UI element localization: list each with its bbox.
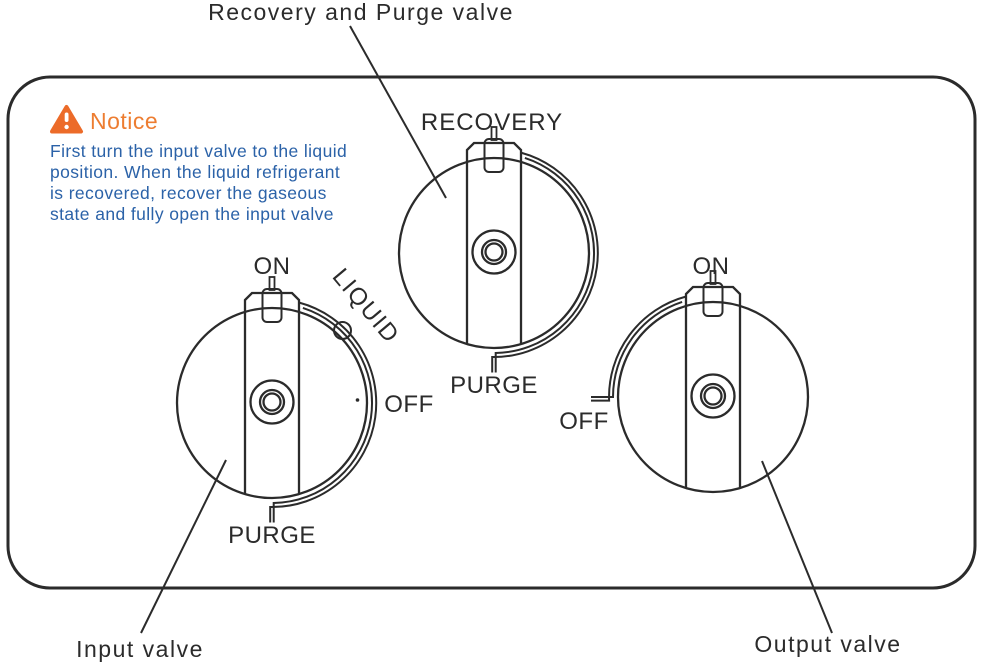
recovery-valve-handle bbox=[465, 141, 523, 344]
output-valve bbox=[591, 270, 810, 494]
recovery-valve-hub-ring bbox=[480, 238, 508, 266]
input-valve-hub-outer bbox=[249, 379, 295, 425]
top-annotation-label: Recovery and Purge valve bbox=[208, 0, 514, 25]
input-valve-annotation-label: Input valve bbox=[76, 636, 204, 662]
top-leader-line bbox=[349, 25, 447, 199]
output-off-position-label: OFF bbox=[559, 408, 609, 435]
warning-triangle-icon bbox=[50, 105, 83, 134]
warning-exclamation-bar bbox=[64, 112, 69, 122]
output-valve-rotation-arc-inner bbox=[591, 300, 683, 398]
notice-line-4: state and fully open the input valve bbox=[50, 204, 334, 224]
output-valve-handle bbox=[684, 285, 742, 488]
recovery-valve-knob bbox=[397, 156, 591, 350]
recovery-valve-pointer-tab bbox=[483, 138, 505, 173]
input-leader-line bbox=[140, 459, 227, 634]
output-valve-pointer-tab bbox=[702, 282, 724, 317]
input-valve-knob bbox=[175, 306, 369, 500]
input-valve bbox=[175, 276, 378, 523]
notice-line-1: First turn the input valve to the liquid bbox=[50, 141, 347, 161]
input-off-position-label: OFF bbox=[384, 391, 434, 418]
recovery-valve-hub-outer bbox=[471, 229, 517, 275]
recovery-valve-rotation-arc-outer bbox=[491, 151, 599, 373]
off-position-dot bbox=[355, 398, 360, 402]
input-valve-hub-center bbox=[262, 392, 282, 412]
liquid-position-marker bbox=[333, 321, 352, 340]
recovery-valve-rotation-arc-inner bbox=[494, 156, 596, 373]
output-valve-annotation-label: Output valve bbox=[754, 631, 901, 657]
warning-exclamation-dot bbox=[64, 124, 69, 130]
recovery-valve-hub-center bbox=[484, 242, 504, 262]
input-valve-handle bbox=[243, 291, 301, 494]
notice-line-3: is recovered, recover the gaseous bbox=[50, 183, 327, 203]
input-purge-position-label: PURGE bbox=[228, 522, 316, 549]
input-valve-rotation-arc-outer bbox=[269, 301, 378, 523]
input-valve-pointer-nub bbox=[268, 276, 276, 291]
notice-line-2: position. When the liquid refrigerant bbox=[50, 162, 340, 182]
panel-outline bbox=[6, 75, 977, 590]
output-valve-hub-outer bbox=[690, 373, 736, 419]
notice-title: Notice bbox=[90, 108, 158, 134]
output-valve-hub-ring bbox=[699, 382, 727, 410]
notice: Notice First turn the input valve to the… bbox=[50, 105, 347, 224]
output-leader-line bbox=[761, 460, 833, 634]
output-valve-knob bbox=[616, 300, 810, 494]
recovery-position-label: RECOVERY bbox=[421, 109, 563, 136]
recovery-valve-pointer-nub bbox=[490, 126, 498, 141]
input-on-position-label: ON bbox=[254, 253, 291, 280]
input-valve-hub-ring bbox=[258, 388, 286, 416]
input-valve-pointer-tab bbox=[261, 288, 283, 323]
recovery-purge-position-label: PURGE bbox=[450, 372, 538, 399]
output-on-position-label: ON bbox=[693, 253, 730, 280]
output-valve-rotation-arc-outer bbox=[591, 295, 687, 402]
output-valve-hub-center bbox=[703, 386, 723, 406]
recovery-purge-valve bbox=[397, 126, 599, 373]
output-valve-pointer-nub bbox=[709, 270, 717, 285]
input-valve-rotation-arc-inner bbox=[272, 306, 374, 523]
